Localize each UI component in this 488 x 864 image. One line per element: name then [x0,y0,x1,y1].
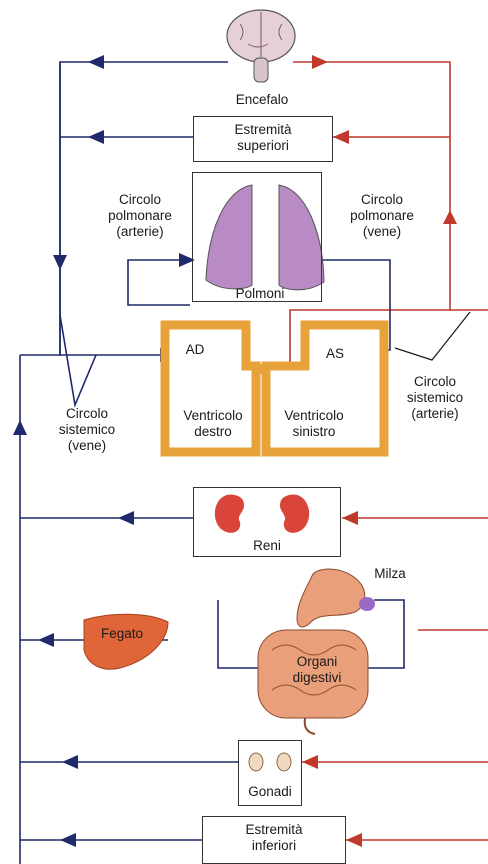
stomach-icon [297,569,365,627]
circolo-sistemico-vene-label: Circolo sistemico (vene) [44,406,130,455]
ventricolo-destro-label: Ventricolo destro [172,408,254,440]
ad-label: AD [178,342,212,358]
polmoni-box [192,172,322,302]
circolo-polmonare-vene-label: Circolo polmonare (vene) [340,192,424,241]
polmoni-label: Polmoni [222,286,298,302]
brain-icon [227,10,295,82]
circolo-sistemico-arterie-label: Circolo sistemico (arterie) [392,374,478,423]
reni-label: Reni [240,538,294,554]
systemic-arteries-pointer [395,312,470,360]
organi-digestivi-label: Organi digestivi [282,654,352,686]
milza-label: Milza [362,566,418,582]
estremita-inferiori-label: Estremità inferiori [202,822,346,854]
gonadi-label: Gonadi [240,784,300,800]
estremita-superiori-label: Estremità superiori [193,122,333,154]
fegato-label: Fegato [90,626,154,642]
spleen-icon [359,597,375,611]
encefalo-label: Encefalo [220,92,304,108]
as-label: AS [318,346,352,362]
circolo-polmonare-arterie-label: Circolo polmonare (arterie) [98,192,182,241]
ventricolo-sinistro-label: Ventricolo sinistro [272,408,356,440]
